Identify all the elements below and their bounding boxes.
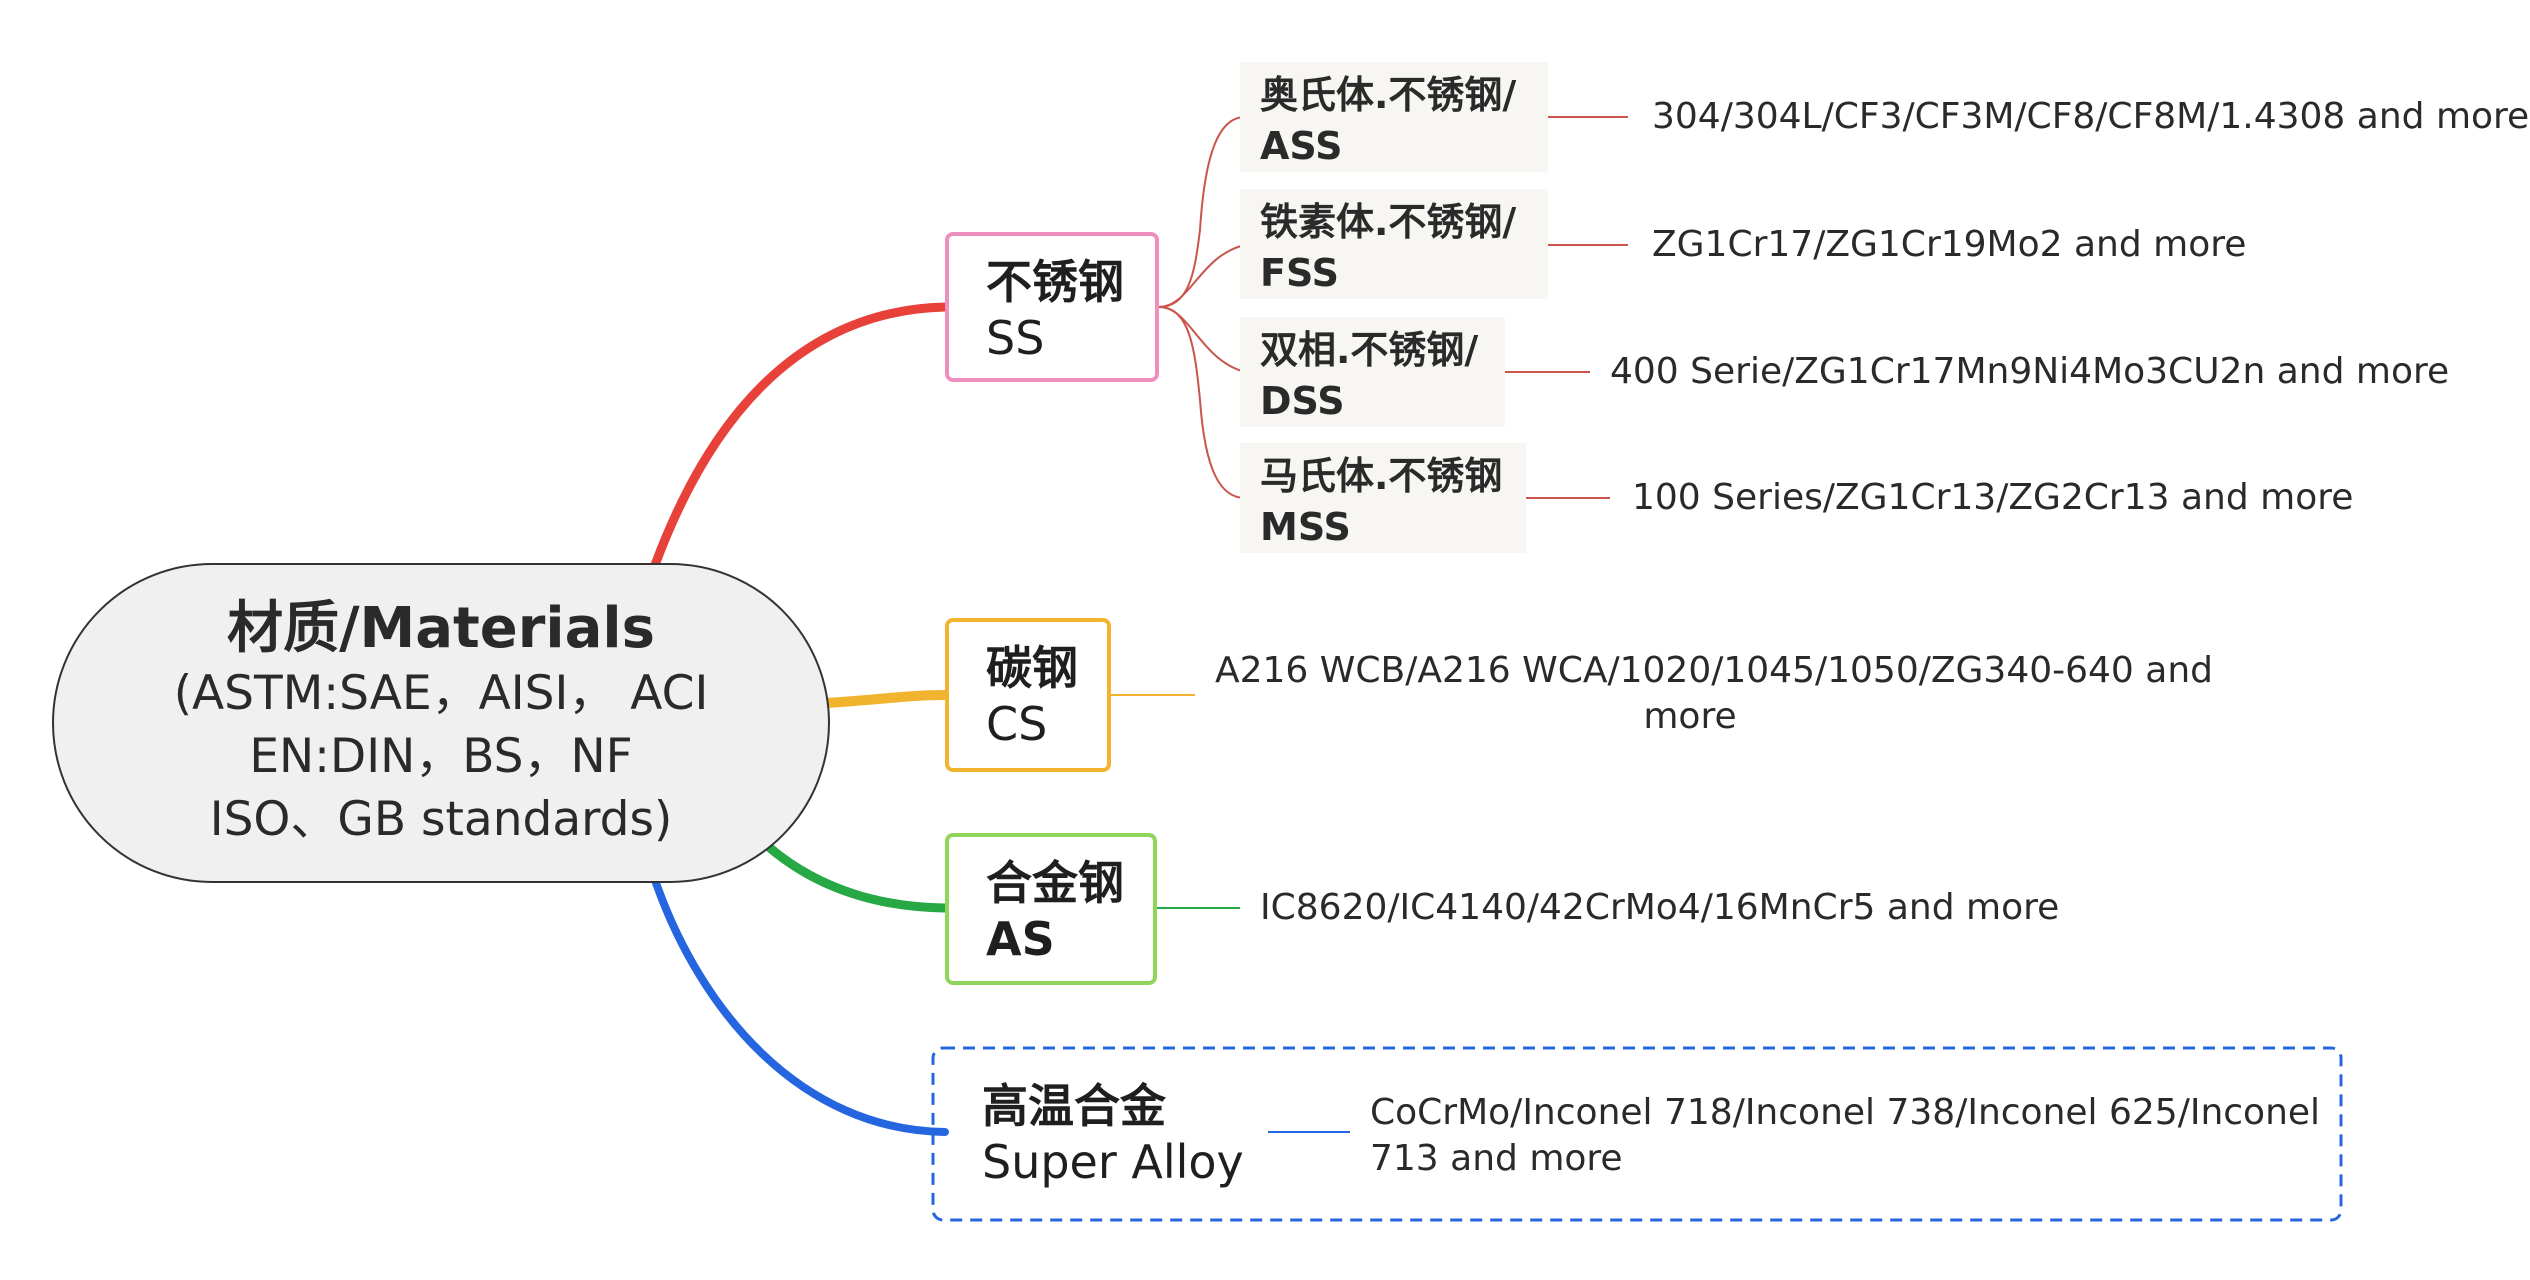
- leaf-line: A216 WCB/A216 WCA/1020/1045/1050/ZG340-6…: [1215, 650, 2213, 691]
- sub-node-ass[interactable]: 奥氏体.不锈钢/ ASS: [1240, 62, 1548, 172]
- leaf-as-grades: IC8620/IC4140/42CrMo4/16MnCr5 and more: [1260, 887, 2060, 928]
- root-subtitle-line: (ASTM:SAE，AISI， ACI: [173, 665, 709, 721]
- branch-node-ss[interactable]: 不锈钢 SS: [945, 232, 1159, 382]
- sub-en-label: FSS: [1260, 251, 1339, 295]
- branch-en-label: AS: [986, 912, 1055, 966]
- sub-zh-label: 铁素体.不锈钢/: [1260, 200, 1517, 244]
- branch-line-superalloy: [651, 876, 949, 1136]
- sub-en-label: MSS: [1260, 505, 1351, 549]
- branch-node-as[interactable]: 合金钢 AS: [945, 833, 1157, 985]
- branch-zh-label: 碳钢: [986, 641, 1078, 695]
- root-title: 材质/Materials: [227, 595, 655, 661]
- ss-sub-connector: [1158, 306, 1246, 373]
- sub-zh-label: 马氏体.不锈钢: [1260, 454, 1503, 498]
- sub-en-label: ASS: [1260, 124, 1343, 168]
- sub-zh-label: 双相.不锈钢/: [1260, 328, 1479, 372]
- branch-zh-label: 高温合金: [982, 1079, 1166, 1133]
- sub-zh-label: 奥氏体.不锈钢/: [1260, 73, 1517, 117]
- leaf-ass-grades: 304/304L/CF3/CF3M/CF8/CF8M/1.4308 and mo…: [1652, 96, 2530, 137]
- sub-node-dss[interactable]: 双相.不锈钢/ DSS: [1240, 317, 1505, 427]
- branch-en-label: Super Alloy: [982, 1135, 1244, 1189]
- root-subtitle-line: EN:DIN，BS，NF: [249, 728, 633, 784]
- ss-sub-connector: [1158, 244, 1246, 308]
- leaf-line: CoCrMo/Inconel 718/Inconel 738/Inconel 6…: [1370, 1092, 2321, 1133]
- branch-node-superalloy[interactable]: 高温合金 Super Alloy: [945, 1060, 1268, 1210]
- ss-sub-connector: [1158, 306, 1246, 499]
- leaf-superalloy-grades: CoCrMo/Inconel 718/Inconel 738/Inconel 6…: [1370, 1090, 2320, 1182]
- leaf-line: more: [1643, 696, 1737, 737]
- branch-zh-label: 合金钢: [986, 856, 1124, 910]
- ss-sub-connector: [1158, 116, 1246, 308]
- leaf-fss-grades: ZG1Cr17/ZG1Cr19Mo2 and more: [1652, 224, 2247, 265]
- leaf-cs-grades: A216 WCB/A216 WCA/1020/1045/1050/ZG340-6…: [1215, 648, 2213, 740]
- branch-en-label: SS: [986, 311, 1045, 365]
- branch-node-cs[interactable]: 碳钢 CS: [945, 618, 1111, 772]
- leaf-dss-grades: 400 Serie/ZG1Cr17Mn9Ni4Mo3CU2n and more: [1610, 351, 2450, 392]
- branch-line-ss: [650, 302, 950, 570]
- leaf-line: 713 and more: [1370, 1138, 1623, 1179]
- sub-node-mss[interactable]: 马氏体.不锈钢 MSS: [1240, 443, 1526, 553]
- branch-en-label: CS: [986, 697, 1048, 751]
- leaf-mss-grades: 100 Series/ZG1Cr13/ZG2Cr13 and more: [1632, 477, 2354, 518]
- root-node-materials[interactable]: 材质/Materials (ASTM:SAE，AISI， ACI EN:DIN，…: [52, 563, 830, 883]
- sub-node-fss[interactable]: 铁素体.不锈钢/ FSS: [1240, 189, 1548, 299]
- root-subtitle-line: ISO、GB standards): [209, 791, 673, 847]
- sub-en-label: DSS: [1260, 379, 1345, 423]
- branch-zh-label: 不锈钢: [986, 255, 1124, 309]
- branch-line-as: [765, 843, 950, 913]
- branch-line-cs: [821, 690, 950, 708]
- superalloy-dashed-frame: [931, 1046, 2343, 1222]
